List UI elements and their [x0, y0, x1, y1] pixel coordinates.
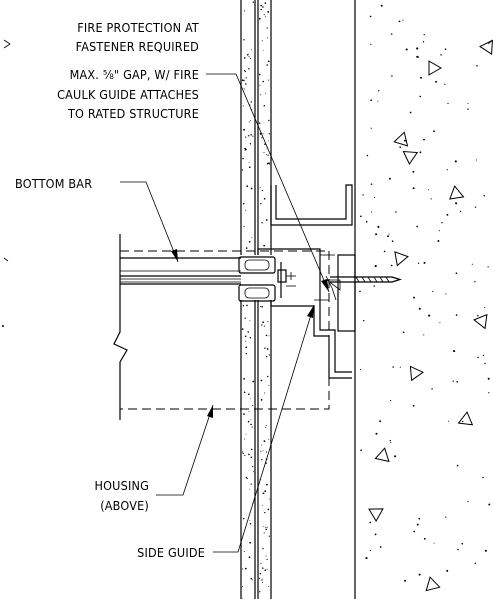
upper-steel-channel — [270, 184, 353, 226]
fire-protection-callout: FIRE PROTECTION AT FASTENER REQUIRED MAX… — [57, 20, 199, 121]
concrete-wall — [354, 0, 493, 599]
concrete-aggregate — [359, 4, 493, 592]
housing-callout: HOUSING (ABOVE) — [94, 478, 149, 513]
fire-callout-line-2: FASTENER REQUIRED — [76, 39, 199, 54]
housing-label-line-1: HOUSING — [94, 478, 149, 493]
fire-callout-line-5: TO RATED STRUCTURE — [67, 106, 199, 121]
break-line — [113, 234, 128, 420]
bottom-bar — [120, 257, 241, 285]
anchor-fastener — [330, 276, 403, 283]
gypsum-speckle — [241, 1, 271, 599]
blocking-at-wall — [325, 254, 356, 332]
side-guide-label: SIDE GUIDE — [137, 545, 205, 560]
gypsum-wall-layers — [240, 0, 272, 599]
leader-lines — [120, 73, 330, 553]
side-guide-arrowhead — [307, 305, 314, 318]
fire-callout-line-1: FIRE PROTECTION AT — [77, 20, 199, 35]
housing-arrowhead — [207, 405, 213, 418]
bottom-bar-label: BOTTOM BAR — [15, 176, 92, 191]
edge-marks — [2, 39, 493, 327]
seal-rollers — [238, 256, 296, 302]
housing-label-line-2: (ABOVE) — [100, 498, 149, 513]
fire-callout-line-3: MAX. ⅝" GAP, W/ FIRE — [70, 67, 199, 82]
bottom-bar-arrowhead — [171, 249, 178, 262]
housing-dashed-outline — [120, 250, 330, 410]
fire-callout-line-4: CAULK GUIDE ATTACHES — [57, 87, 199, 102]
fire-protection-arrowhead — [321, 279, 329, 292]
